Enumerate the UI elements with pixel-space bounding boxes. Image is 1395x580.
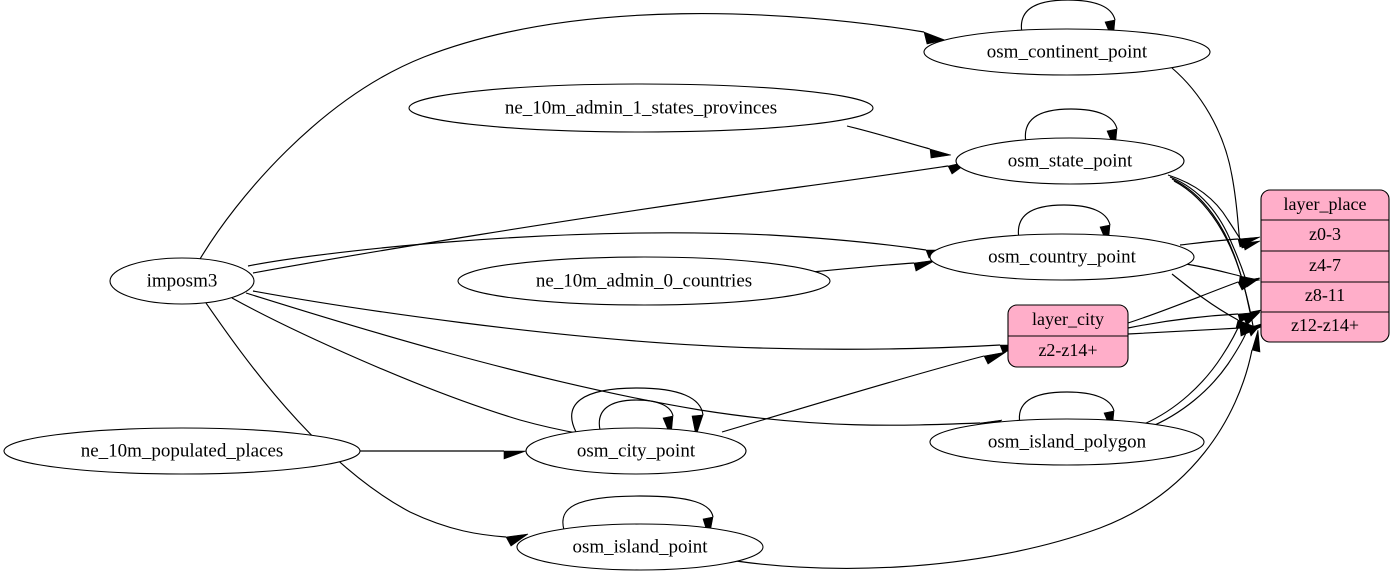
edge-osm-island-polygon-to-layer-place-z811 (1143, 312, 1260, 425)
edge-imposm3-to-osm-island-point (205, 302, 529, 547)
node-ne-10m-populated-places[interactable]: ne_10m_populated_places (3, 427, 361, 475)
edge-layer (199, 0, 1263, 569)
node-osm-state-point[interactable]: osm_state_point (955, 137, 1185, 185)
node-osm-island-point[interactable]: osm_island_point (516, 523, 764, 571)
edge-layer-city-to-layer-place-z12 (1127, 326, 1262, 337)
edge-osm-city-point-to-layer-city (721, 351, 1007, 433)
node-osm-country-point[interactable]: osm_country_point (929, 233, 1195, 281)
edge-osm-country-point-to-layer-place-z03 (1179, 236, 1261, 248)
edge-osm-island-polygon-to-layer-place-z12 (1147, 323, 1262, 429)
node-osm-city-point[interactable]: osm_city_point (525, 427, 747, 475)
node-ne-10m-admin-0-countries[interactable]: ne_10m_admin_0_countries (457, 256, 831, 306)
edge-imposm3-to-osm-city-point (231, 297, 605, 444)
node-imposm3[interactable]: imposm3 (109, 257, 255, 305)
edge-ne-states-provinces-to-osm-state-point (846, 125, 952, 159)
node-layer-city[interactable]: layer_city z2-z14+ (1007, 304, 1129, 368)
node-layer: imposm3 ne_10m_populated_places ne_10m_a… (3, 28, 1211, 571)
edge-imposm3-to-osm-continent-point (199, 13, 947, 260)
edge-imposm3-to-osm-state-point (252, 160, 971, 274)
node-layer-place[interactable]: layer_place z0-3 z4-7 z8-11 z12-z14+ (1260, 189, 1390, 343)
node-osm-island-polygon[interactable]: osm_island_polygon (929, 418, 1205, 466)
node-ne-10m-admin-1-states-provinces[interactable]: ne_10m_admin_1_states_provinces (408, 83, 874, 133)
node-osm-continent-point[interactable]: osm_continent_point (923, 28, 1211, 76)
edge-ne-admin-0-countries-to-osm-country-point (811, 259, 937, 273)
edge-layer-city-to-layer-place-z47 (1127, 277, 1260, 324)
edge-imposm3-to-osm-island-polygon (245, 292, 1003, 433)
edge-self-loop-osm-city-point-outer (571, 387, 704, 438)
edge-osm-state-point-to-layer-place-z47 (1169, 176, 1261, 288)
edge-ne-populated-places-to-osm-city-point (360, 450, 527, 460)
edge-osm-island-point-to-layer-place-z12 (705, 329, 1261, 569)
